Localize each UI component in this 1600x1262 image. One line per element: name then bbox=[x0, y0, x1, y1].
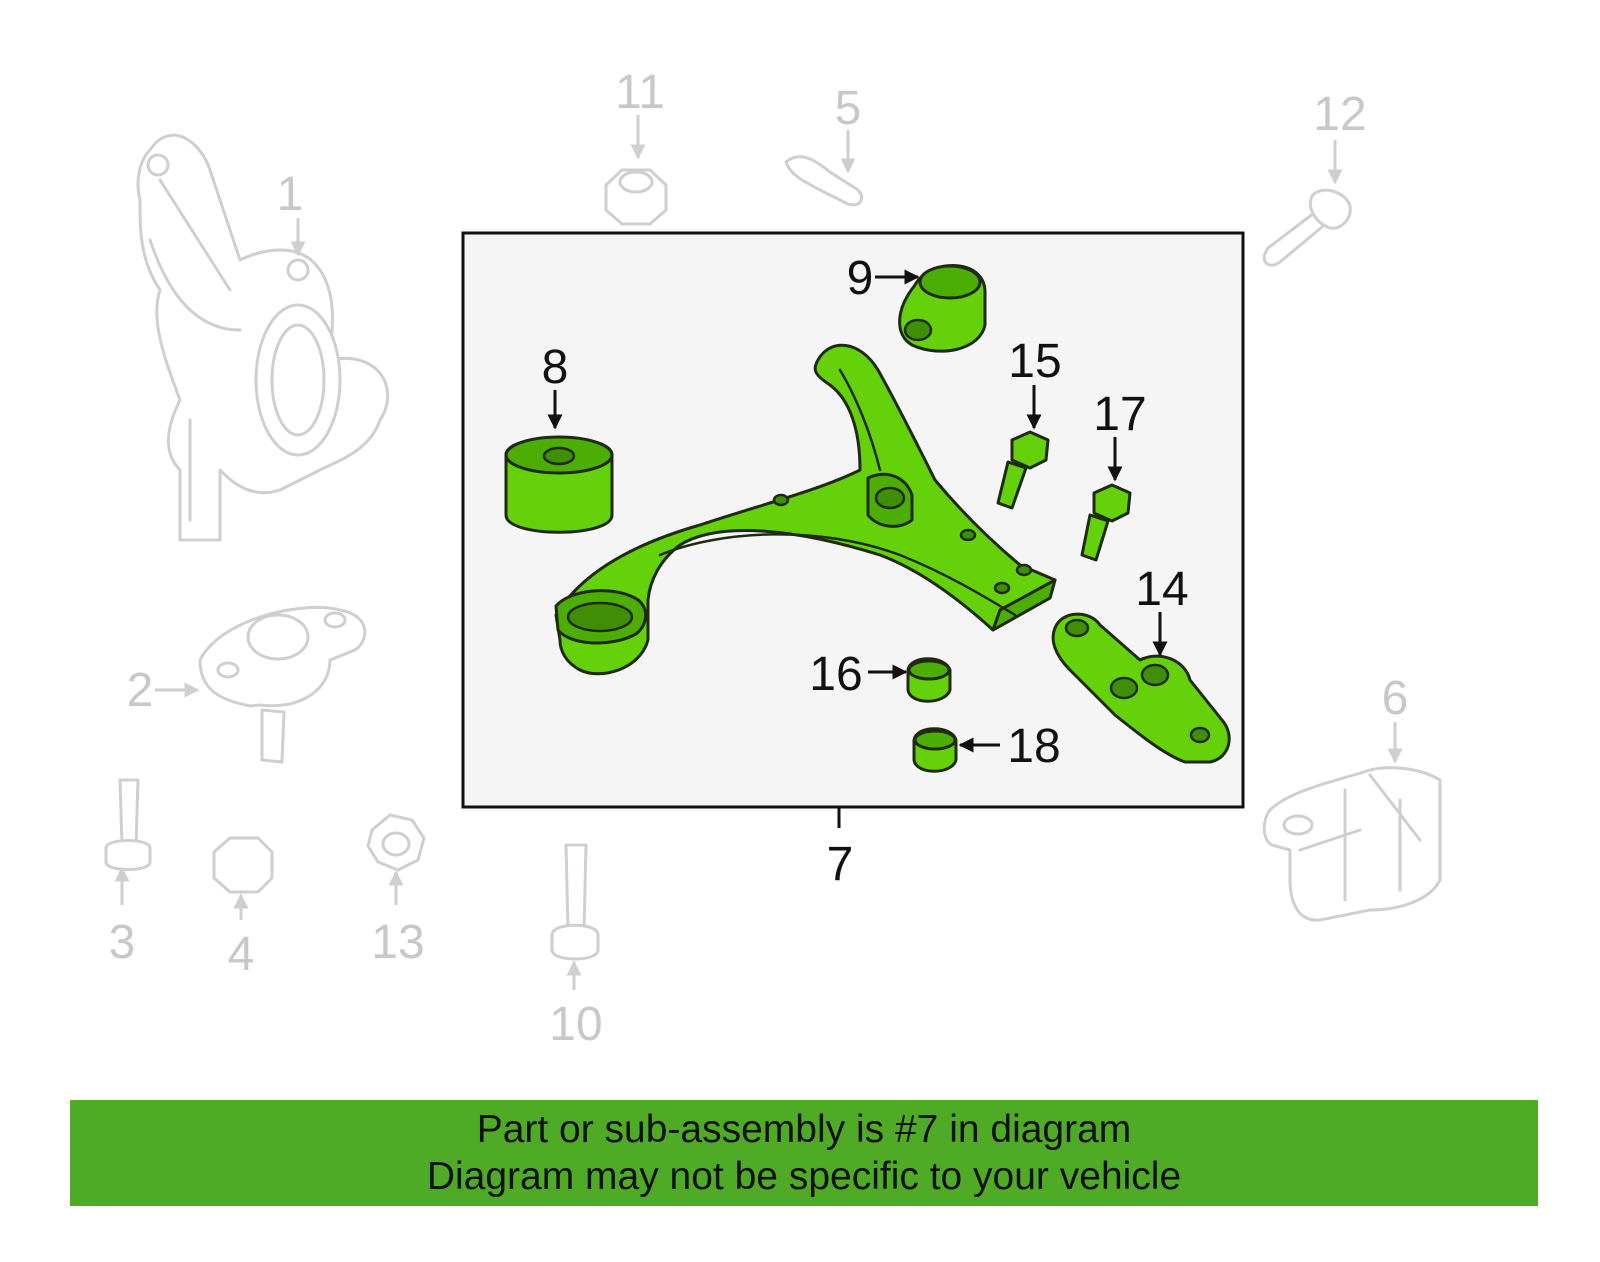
nut-part-13[interactable] bbox=[366, 813, 426, 872]
control-arm-part-7[interactable] bbox=[554, 343, 1057, 676]
callout-11: 11 bbox=[615, 66, 665, 119]
callout-9: 9 bbox=[847, 252, 874, 305]
callout-7: 7 bbox=[827, 838, 854, 891]
bolt-part-17[interactable] bbox=[1080, 483, 1132, 562]
callout-12: 12 bbox=[1313, 88, 1366, 141]
callout-18: 18 bbox=[1007, 720, 1060, 773]
callout-2: 2 bbox=[127, 664, 154, 717]
knuckle-part-1[interactable] bbox=[136, 133, 390, 542]
cotter-pin-part-5[interactable] bbox=[784, 155, 864, 207]
bolt-part-15[interactable] bbox=[996, 430, 1050, 510]
banner-line-1: Part or sub-assembly is #7 in diagram bbox=[476, 1108, 1132, 1151]
callout-1: 1 bbox=[277, 168, 304, 221]
callout-3: 3 bbox=[109, 916, 136, 969]
bolt-part-10[interactable] bbox=[550, 843, 600, 961]
nut-part-16[interactable] bbox=[906, 657, 952, 703]
bolt-part-12[interactable] bbox=[1262, 188, 1352, 267]
callout-15: 15 bbox=[1008, 335, 1061, 388]
ball-joint-part-2[interactable] bbox=[198, 605, 367, 764]
callout-8: 8 bbox=[542, 341, 569, 394]
banner-line-2: Diagram may not be specific to your vehi… bbox=[426, 1155, 1182, 1198]
callout-17: 17 bbox=[1093, 388, 1146, 441]
callout-13: 13 bbox=[371, 916, 424, 969]
ball-joint-part-14[interactable] bbox=[1051, 612, 1231, 764]
callout-4: 4 bbox=[228, 928, 255, 981]
bolt-part-3[interactable] bbox=[104, 778, 152, 871]
callout-6: 6 bbox=[1382, 672, 1409, 725]
callout-10: 10 bbox=[549, 998, 602, 1051]
nut-part-18[interactable] bbox=[912, 727, 958, 773]
callout-16: 16 bbox=[809, 648, 862, 701]
nut-part-11[interactable] bbox=[604, 168, 668, 226]
bushing-part-8[interactable] bbox=[504, 435, 614, 534]
callout-14: 14 bbox=[1135, 563, 1188, 616]
callout-5: 5 bbox=[835, 82, 862, 135]
info-banner: Part or sub-assembly is #7 in diagram Di… bbox=[70, 1100, 1538, 1206]
cap-part-4[interactable] bbox=[212, 836, 274, 894]
bracket-part-6[interactable] bbox=[1262, 766, 1442, 922]
bushing-part-9[interactable] bbox=[898, 264, 987, 353]
